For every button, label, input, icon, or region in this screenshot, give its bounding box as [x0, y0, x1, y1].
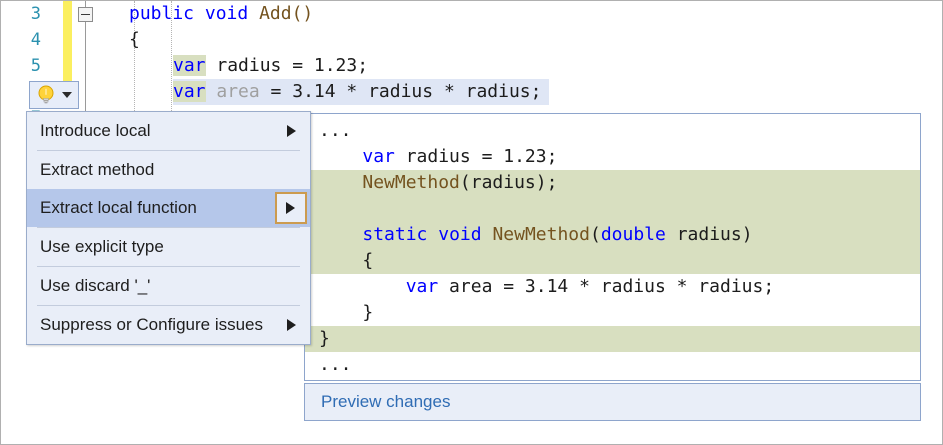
- token-open-brace: {: [129, 29, 140, 50]
- change-indicator-bar: [63, 1, 72, 109]
- chevron-right-icon: [286, 202, 295, 214]
- preview-footer[interactable]: Preview changes: [304, 383, 921, 421]
- chevron-right-icon: [287, 319, 296, 331]
- line-number-5: 5: [30, 56, 41, 76]
- code-line-4: {: [129, 27, 140, 53]
- preview-code-line: [305, 196, 920, 222]
- token-add: Add(): [259, 3, 314, 24]
- menu-item-use-explicit-type[interactable]: Use explicit type: [27, 228, 310, 266]
- menu-item-extract-method[interactable]: Extract method: [27, 151, 310, 189]
- line-number-3: 3: [30, 4, 41, 24]
- outlining-vertical-line: [85, 1, 86, 111]
- preview-code-line: }: [319, 302, 374, 323]
- line-number-7: 7: [1, 105, 41, 111]
- token-space-6: [206, 81, 217, 102]
- token-public: public: [129, 3, 195, 24]
- indent-guide-2: [171, 1, 172, 111]
- menu-item-label: Suppress or Configure issues: [40, 315, 264, 334]
- menu-separator: [37, 150, 300, 151]
- code-change-preview-panel: ... var radius = 1.23; NewMethod(radius)…: [304, 113, 921, 381]
- preview-code-line: ...: [319, 120, 352, 141]
- code-line-5: var radius = 1.23;: [173, 53, 368, 79]
- preview-code-line: ...: [319, 354, 352, 375]
- line-number-4: 4: [30, 30, 41, 50]
- preview-code-line: NewMethod(radius);: [305, 170, 920, 196]
- chevron-right-icon: [287, 125, 296, 137]
- menu-separator: [37, 266, 300, 267]
- menu-item-label: Use discard '_': [40, 276, 151, 295]
- preview-changes-link[interactable]: Preview changes: [321, 392, 451, 411]
- chevron-down-icon[interactable]: [61, 92, 72, 98]
- code-editor[interactable]: 3 4 5 6 7 8 public void Add() { var radi…: [1, 1, 942, 111]
- preview-code-line: var area = 3.14 * radius * radius;: [405, 276, 775, 297]
- menu-separator: [37, 305, 300, 306]
- menu-item-use-discard[interactable]: Use discard '_': [27, 267, 310, 305]
- token-var-6: var: [173, 81, 206, 102]
- code-line-3: public void Add(): [129, 1, 313, 27]
- token-rest-6: = 3.14 * radius * radius;: [259, 81, 542, 102]
- token-var-5: var: [173, 55, 206, 76]
- code-line-6: var area = 3.14 * radius * radius;: [173, 79, 550, 105]
- submenu-expand-button[interactable]: [275, 192, 307, 224]
- token-rest-5: radius = 1.23;: [205, 55, 369, 76]
- quick-actions-lightbulb-button[interactable]: [29, 81, 79, 109]
- preview-code-line: var radius = 1.23;: [362, 146, 558, 167]
- lightbulb-icon: [38, 85, 53, 104]
- menu-separator: [37, 227, 300, 228]
- preview-code-line: static void NewMethod(double radius): [305, 222, 920, 248]
- menu-item-label: Introduce local: [40, 121, 151, 140]
- preview-code-line: {: [305, 248, 920, 274]
- indent-guide-1: [134, 1, 135, 111]
- token-area: area: [216, 81, 260, 102]
- menu-item-label: Extract method: [40, 160, 155, 179]
- menu-item-extract-local-function[interactable]: Extract local function: [27, 189, 310, 227]
- menu-item-label: Use explicit type: [40, 237, 164, 256]
- menu-item-introduce-local[interactable]: Introduce local: [27, 112, 310, 150]
- menu-item-suppress-or-configure-issues[interactable]: Suppress or Configure issues: [27, 306, 310, 344]
- collapse-region-icon[interactable]: [78, 7, 93, 22]
- menu-item-label: Extract local function: [40, 198, 197, 217]
- preview-code-line: }: [305, 326, 920, 352]
- token-void: void: [204, 3, 249, 24]
